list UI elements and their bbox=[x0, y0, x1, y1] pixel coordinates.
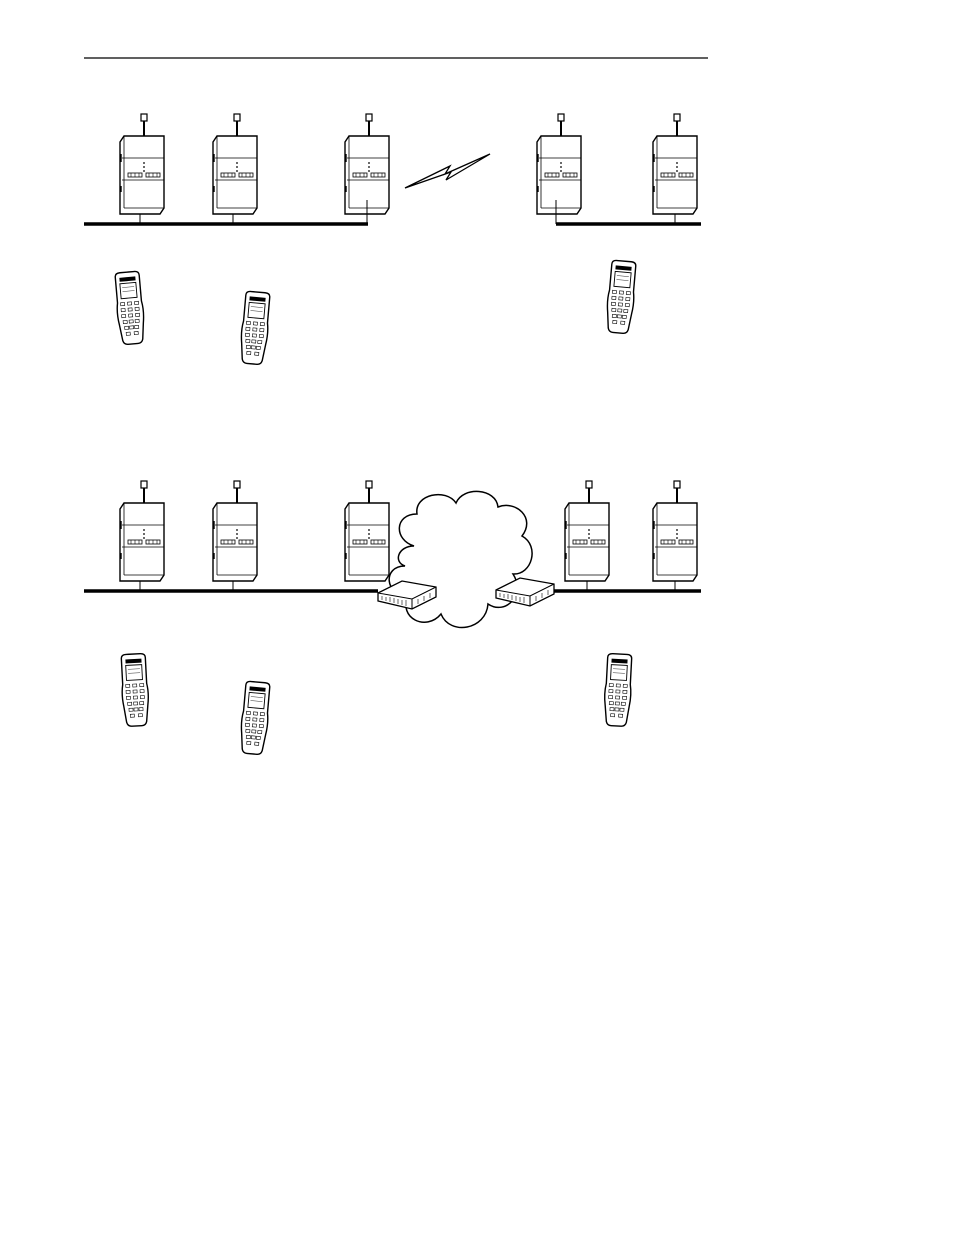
handheld-terminal-icon bbox=[603, 653, 633, 726]
access-point-icon bbox=[345, 114, 389, 224]
diagram-wireless-bridge bbox=[84, 114, 701, 365]
access-point-icon bbox=[213, 481, 257, 591]
handheld-terminal-icon bbox=[239, 681, 271, 755]
handheld-terminal-icon bbox=[120, 653, 150, 726]
handheld-terminal-icon bbox=[114, 271, 146, 345]
access-point-icon bbox=[653, 481, 697, 591]
access-point-icon bbox=[345, 481, 389, 581]
access-point-icon bbox=[213, 114, 257, 224]
access-point-icon bbox=[653, 114, 697, 224]
access-point-icon bbox=[537, 114, 581, 224]
diagram-wan-cloud bbox=[84, 481, 701, 755]
handheld-terminal-icon bbox=[239, 291, 271, 365]
access-point-icon bbox=[120, 481, 164, 591]
lightning-bolt-icon bbox=[405, 154, 490, 188]
access-point-icon bbox=[565, 481, 609, 591]
handheld-terminal-icon bbox=[605, 260, 637, 334]
access-point-icon bbox=[120, 114, 164, 224]
